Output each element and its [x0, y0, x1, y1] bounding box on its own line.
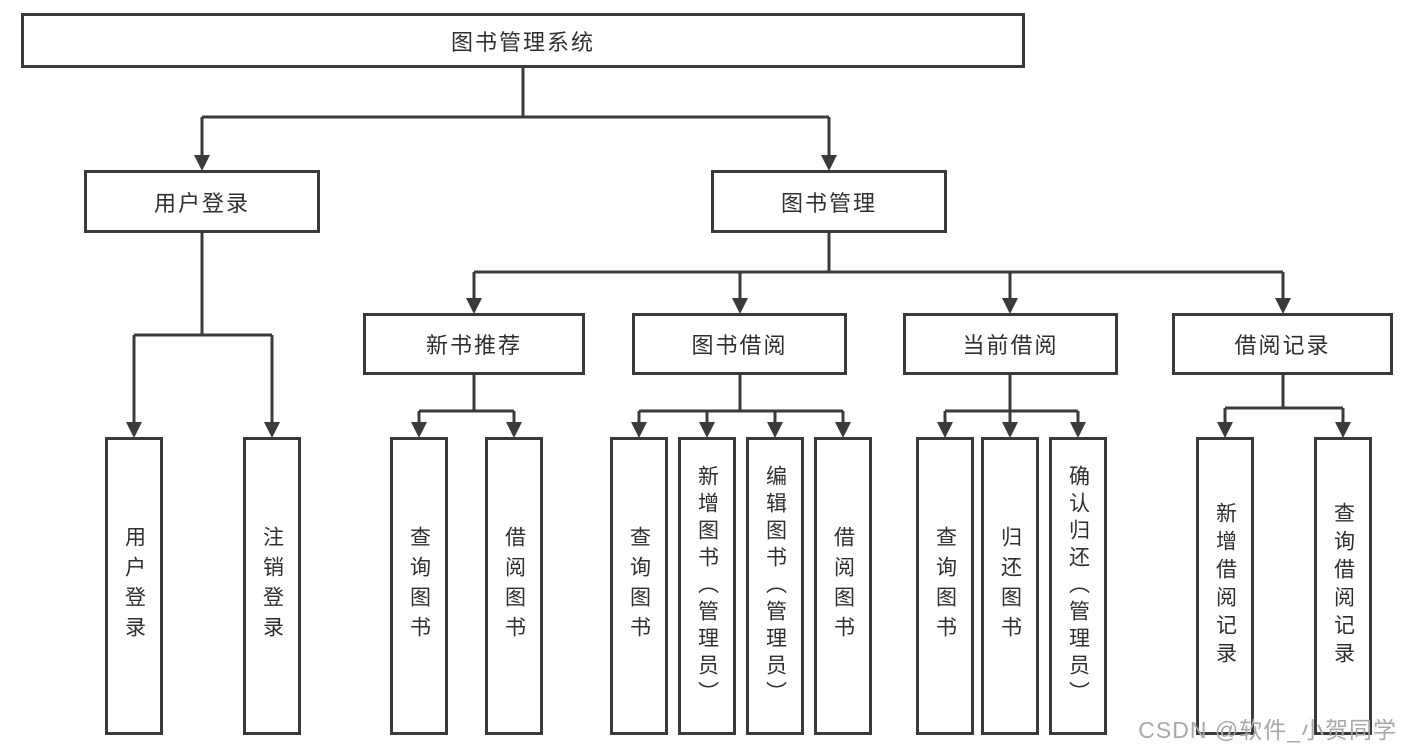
leaf-borrow-book-1: 借阅图书 — [485, 437, 543, 735]
leaf-confirm-return-admin: 确认归还（管理员） — [1049, 437, 1107, 735]
leaf-borrow-book-2: 借阅图书 — [814, 437, 872, 735]
node-current-borrow: 当前借阅 — [903, 313, 1118, 375]
node-root: 图书管理系统 — [21, 13, 1025, 68]
leaf-logout: 注销登录 — [243, 437, 301, 735]
leaf-query-book-2: 查询图书 — [610, 437, 668, 735]
node-new-book-recommend: 新书推荐 — [363, 313, 585, 375]
node-user-login: 用户登录 — [84, 170, 320, 233]
leaf-add-borrow-record: 新增借阅记录 — [1196, 437, 1254, 735]
node-book-borrow: 图书借阅 — [632, 313, 847, 375]
leaf-query-book-1: 查询图书 — [390, 437, 448, 735]
leaf-return-book: 归还图书 — [981, 437, 1039, 735]
leaf-query-book-3: 查询图书 — [916, 437, 974, 735]
leaf-edit-book-admin: 编辑图书（管理员） — [746, 437, 804, 735]
leaf-query-borrow-record: 查询借阅记录 — [1314, 437, 1372, 735]
leaf-user-login: 用户登录 — [105, 437, 163, 735]
csdn-watermark: CSDN @软件_小贺同学 — [1138, 717, 1397, 743]
node-book-management: 图书管理 — [711, 170, 947, 233]
node-borrow-record: 借阅记录 — [1172, 313, 1393, 375]
leaf-add-book-admin: 新增图书（管理员） — [678, 437, 736, 735]
